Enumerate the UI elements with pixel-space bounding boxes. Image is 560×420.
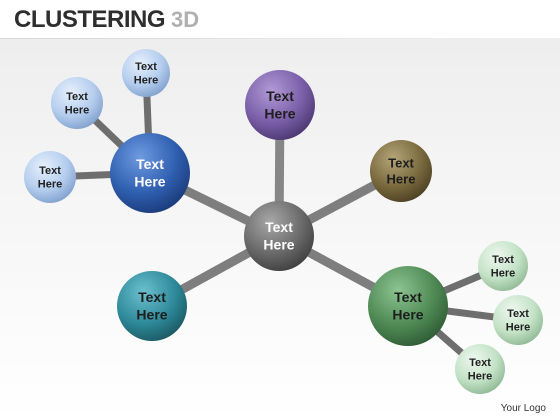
logo-text: Your Logo [500,403,546,414]
node-blue-sat3-label-line-1: Text [39,165,61,177]
node-blue-sat1-label-line-1: Text [135,61,157,73]
node-olive-label-line-1: Text [388,155,414,170]
node-center-label-line-2: Here [263,237,294,253]
node-green-sat3-label-line-1: Text [469,357,491,369]
node-green-sat2-label-line-2: Here [506,322,530,334]
node-green-hub-label-line-2: Here [392,307,423,323]
node-center-label-line-1: Text [265,219,293,235]
node-blue-hub-label-line-2: Here [134,174,165,190]
node-green-hub-label-line-1: Text [394,289,422,305]
node-purple-label-line-1: Text [266,88,294,104]
node-olive-label-line-2: Here [387,172,416,187]
node-teal-label-line-2: Here [136,307,167,323]
node-green-sat1-label-line-2: Here [491,268,515,280]
node-purple-label-line-2: Here [264,106,295,122]
title-main: CLUSTERING [14,6,166,33]
node-blue-sat1-label-line-2: Here [134,75,158,87]
node-green-sat1-label-line-1: Text [492,254,514,266]
node-teal-label-line-1: Text [138,289,166,305]
node-green-sat2-label-line-1: Text [507,308,529,320]
node-green-sat3-label-line-2: Here [468,371,492,383]
title-suffix: 3D [171,7,200,32]
node-blue-sat2-label-line-2: Here [65,105,89,117]
node-blue-sat2-label-line-1: Text [66,91,88,103]
title-divider [0,38,560,39]
node-blue-sat3-label-line-2: Here [38,179,62,191]
node-blue-hub-label-line-1: Text [136,156,164,172]
